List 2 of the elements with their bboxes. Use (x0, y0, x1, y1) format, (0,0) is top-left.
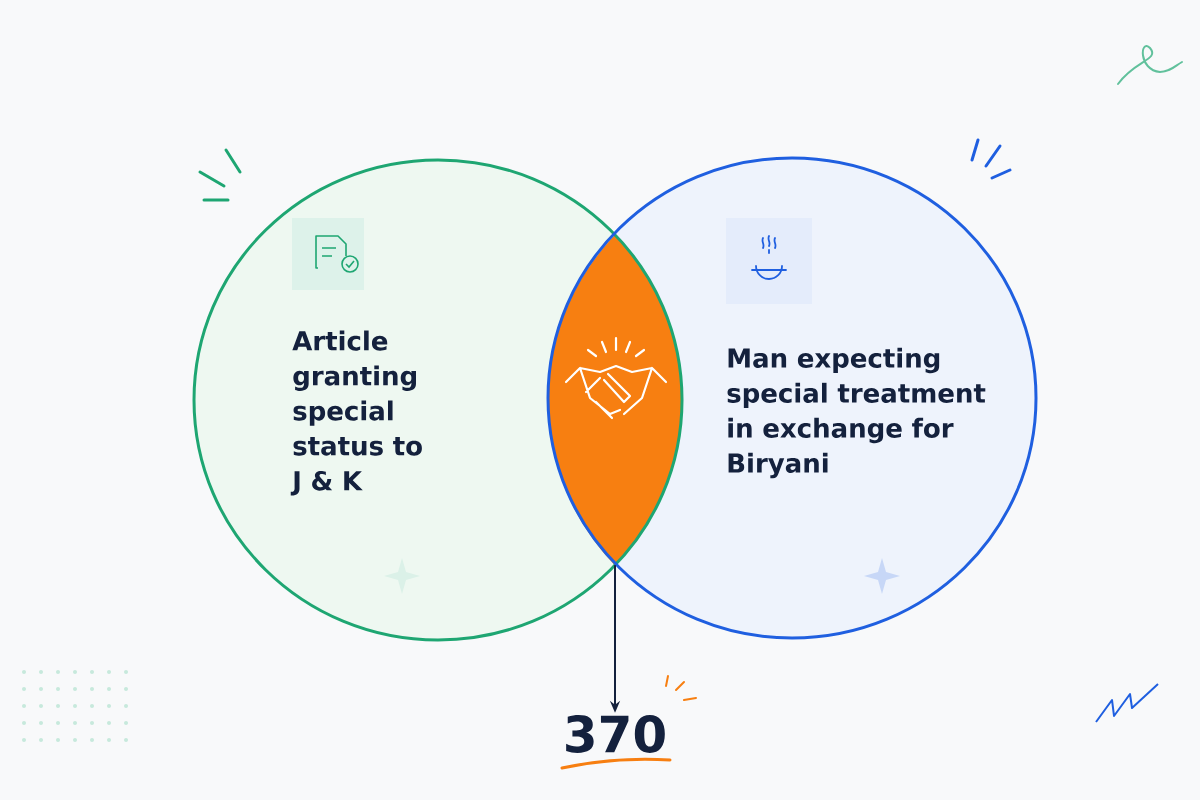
overlap-lens (548, 235, 682, 566)
number-label: 370 (566, 715, 665, 753)
